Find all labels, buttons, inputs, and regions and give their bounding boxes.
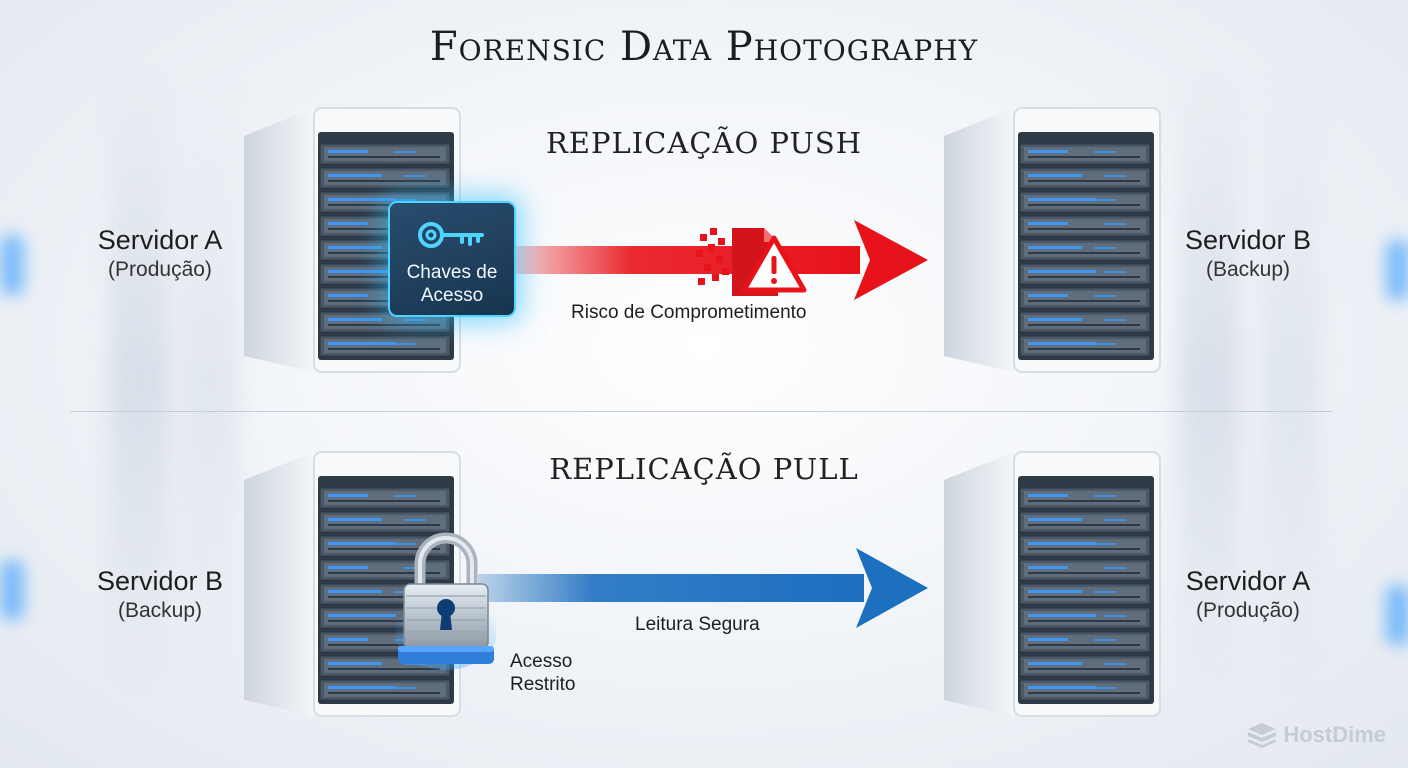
brand-logo: HostDime [1247,722,1386,748]
access-keys-box: Chaves de Acesso [388,201,516,317]
pull-arrow-caption: Leitura Segura [635,614,760,635]
server-name: Servidor A [1185,566,1311,596]
pull-arrow [478,548,928,628]
pull-right-server-label: Servidor A (Produção) [1128,565,1368,625]
server-role: (Backup) [117,599,203,622]
page-title: Forensic Data Photography [429,24,979,70]
push-section-title: REPLICAÇÃO PUSH [545,126,863,160]
pull-section-title: REPLICAÇÃO PULL [549,452,859,486]
push-right-server-label: Servidor B (Backup) [1128,224,1368,284]
hostdime-logo-icon [1248,723,1277,748]
push-arrow [508,220,928,300]
restricted-access-text: Acesso Restrito [510,651,576,695]
push-left-server-label: Servidor A (Produção) [40,224,280,284]
push-arrow-caption: Risco de Comprometimento [571,302,807,323]
server-role: (Produção) [1196,599,1300,622]
brand-name: HostDime [1283,722,1386,747]
server-icon [944,104,1166,376]
server-icon [244,104,466,376]
server-icon [944,448,1166,720]
server-role: (Produção) [108,258,212,281]
server-role: (Backup) [1205,258,1291,281]
access-keys-label: Chaves de Acesso [406,262,498,306]
server-name: Servidor B [96,566,224,596]
padlock-icon [396,532,496,670]
key-icon [418,222,484,248]
restricted-access-caption: Acesso Restrito [510,650,590,696]
server-name: Servidor A [97,225,223,255]
warning-file-icon [696,228,807,296]
server-name: Servidor B [1184,225,1312,255]
section-divider [70,411,1332,412]
pull-left-server-label: Servidor B (Backup) [40,565,280,625]
